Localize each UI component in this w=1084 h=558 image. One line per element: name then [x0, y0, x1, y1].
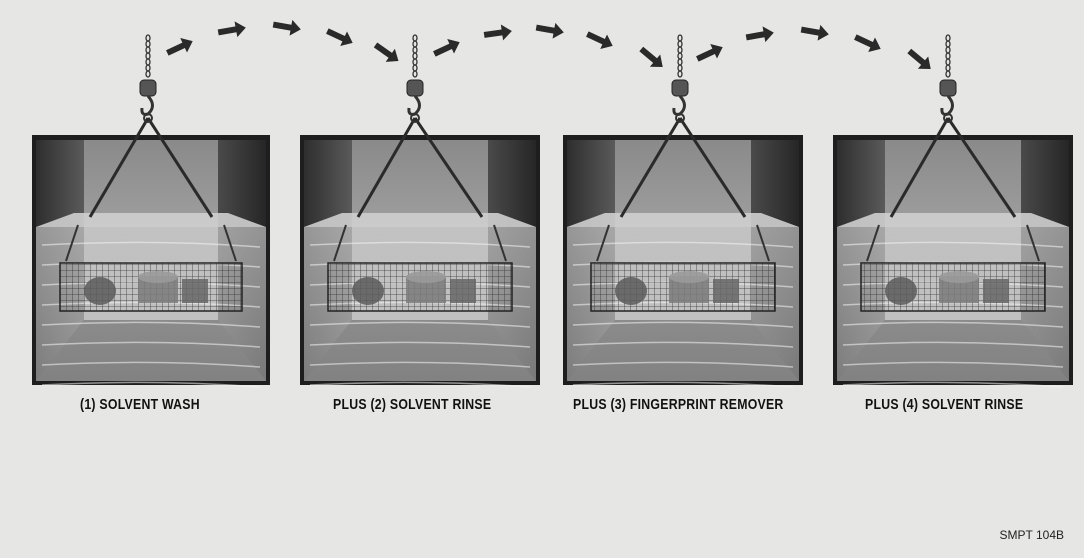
arrow-icon — [636, 43, 668, 73]
arrow-icon — [164, 34, 196, 60]
hook-icon — [140, 35, 156, 122]
arrow-icon — [745, 25, 775, 46]
arrow-icon — [371, 38, 403, 67]
arrow-icon — [904, 45, 936, 75]
tank-icon — [563, 35, 803, 387]
basket-icon — [328, 263, 512, 311]
arrow-icon — [483, 23, 513, 43]
basket-icon — [861, 263, 1045, 311]
stage-caption-4: PLUS (4) SOLVENT RINSE — [865, 396, 1023, 413]
arrow-icon — [272, 17, 302, 38]
tank-icon — [32, 35, 270, 387]
stage-caption-3: PLUS (3) FINGERPRINT REMOVER — [573, 396, 784, 413]
arrow-icon — [584, 27, 616, 53]
hook-icon — [407, 35, 423, 122]
document-code: SMPT 104B — [1000, 528, 1064, 542]
hook-icon — [940, 35, 956, 122]
tank-icon — [833, 35, 1073, 387]
arrow-icon — [852, 30, 884, 56]
basket-icon — [591, 263, 775, 311]
arrow-icon — [694, 40, 726, 66]
arrow-icon — [324, 24, 356, 50]
stage-caption-2: PLUS (2) SOLVENT RINSE — [333, 396, 491, 413]
basket-icon — [60, 263, 242, 311]
arrow-icon — [535, 20, 565, 41]
arrow-icon — [431, 35, 463, 61]
tank-icon — [300, 35, 540, 387]
arrow-icon — [800, 22, 830, 43]
arrow-icon — [217, 20, 247, 41]
stage-caption-1: (1) SOLVENT WASH — [80, 396, 200, 413]
hook-icon — [672, 35, 688, 122]
